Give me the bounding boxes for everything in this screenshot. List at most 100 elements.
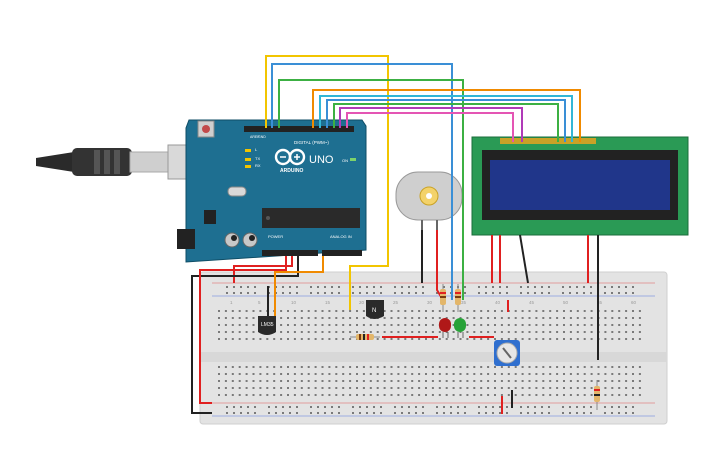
breadboard-hole[interactable] — [349, 338, 352, 340]
breadboard-hole[interactable] — [535, 394, 538, 396]
breadboard-hole[interactable] — [431, 380, 434, 382]
breadboard-hole[interactable] — [321, 387, 324, 389]
breadboard-hole[interactable] — [293, 331, 296, 333]
breadboard-hole[interactable] — [300, 380, 303, 382]
breadboard-hole[interactable] — [280, 338, 283, 340]
breadboard-hole[interactable] — [280, 310, 283, 312]
breadboard-hole[interactable] — [300, 317, 303, 319]
breadboard-hole[interactable] — [245, 310, 248, 312]
breadboard-hole[interactable] — [338, 292, 340, 294]
breadboard-hole[interactable] — [534, 292, 536, 294]
breadboard-hole[interactable] — [404, 324, 407, 326]
breadboard-hole[interactable] — [273, 394, 276, 396]
breadboard-hole[interactable] — [549, 324, 552, 326]
breadboard-hole[interactable] — [542, 331, 545, 333]
breadboard-hole[interactable] — [500, 380, 503, 382]
breadboard-hole[interactable] — [535, 373, 538, 375]
breadboard-hole[interactable] — [542, 310, 545, 312]
breadboard-hole[interactable] — [445, 338, 448, 340]
breadboard-hole[interactable] — [583, 387, 586, 389]
breadboard-hole[interactable] — [352, 412, 354, 414]
breadboard-hole[interactable] — [583, 338, 586, 340]
breadboard-hole[interactable] — [245, 324, 248, 326]
breadboard-hole[interactable] — [494, 394, 496, 396]
breadboard-hole[interactable] — [273, 338, 276, 340]
breadboard-hole[interactable] — [473, 366, 476, 368]
breadboard-hole[interactable] — [514, 338, 517, 340]
breadboard-hole[interactable] — [401, 412, 403, 414]
breadboard-hole[interactable] — [443, 286, 445, 288]
breadboard-hole[interactable] — [563, 380, 565, 382]
breadboard-hole[interactable] — [445, 373, 448, 375]
breadboard-hole[interactable] — [369, 331, 372, 333]
breadboard-hole[interactable] — [438, 380, 441, 382]
breadboard-hole[interactable] — [307, 324, 310, 326]
usb-cable[interactable] — [36, 144, 199, 180]
breadboard-hole[interactable] — [376, 324, 379, 326]
breadboard-hole[interactable] — [328, 331, 331, 333]
breadboard-hole[interactable] — [521, 331, 524, 333]
breadboard-hole[interactable] — [259, 394, 262, 396]
breadboard-hole[interactable] — [275, 412, 277, 414]
breadboard-hole[interactable] — [576, 286, 578, 288]
breadboard-hole[interactable] — [625, 324, 628, 326]
breadboard-hole[interactable] — [342, 317, 345, 319]
breadboard-hole[interactable] — [259, 387, 262, 389]
breadboard-hole[interactable] — [335, 324, 338, 326]
breadboard-hole[interactable] — [473, 380, 476, 382]
breadboard-hole[interactable] — [528, 366, 531, 368]
breadboard-hole[interactable] — [233, 292, 235, 294]
breadboard-hole[interactable] — [466, 366, 469, 368]
breadboard-hole[interactable] — [611, 292, 613, 294]
breadboard-hole[interactable] — [259, 310, 262, 312]
breadboard-hole[interactable] — [233, 286, 235, 288]
arduino-uno-board[interactable]: AREF GND DIGITAL (PWM~) ARDUINO UNO L TX… — [177, 119, 367, 263]
breadboard-hole[interactable] — [632, 394, 634, 396]
breadboard-hole[interactable] — [494, 380, 496, 382]
breadboard-hole[interactable] — [390, 387, 393, 389]
breadboard-hole[interactable] — [324, 292, 326, 294]
breadboard-hole[interactable] — [268, 406, 270, 408]
breadboard-hole[interactable] — [542, 380, 545, 382]
breadboard-hole[interactable] — [507, 331, 510, 333]
breadboard-hole[interactable] — [527, 406, 529, 408]
breadboard-hole[interactable] — [247, 406, 249, 408]
breadboard-hole[interactable] — [632, 406, 634, 408]
breadboard-hole[interactable] — [542, 387, 545, 389]
breadboard-hole[interactable] — [487, 380, 490, 382]
breadboard-hole[interactable] — [224, 380, 227, 382]
breadboard-hole[interactable] — [331, 412, 333, 414]
breadboard-hole[interactable] — [307, 317, 310, 319]
breadboard-hole[interactable] — [418, 338, 421, 340]
breadboard-hole[interactable] — [245, 338, 248, 340]
breadboard-hole[interactable] — [556, 338, 559, 340]
breadboard-hole[interactable] — [380, 286, 382, 288]
breadboard-hole[interactable] — [590, 412, 592, 414]
breadboard-hole[interactable] — [245, 331, 248, 333]
breadboard-hole[interactable] — [349, 373, 352, 375]
breadboard-hole[interactable] — [335, 373, 338, 375]
breadboard-hole[interactable] — [473, 331, 476, 333]
breadboard-hole[interactable] — [562, 412, 564, 414]
breadboard-hole[interactable] — [528, 380, 531, 382]
breadboard-hole[interactable] — [534, 412, 536, 414]
breadboard-hole[interactable] — [535, 366, 538, 368]
breadboard-hole[interactable] — [397, 338, 400, 340]
breadboard-hole[interactable] — [485, 292, 487, 294]
breadboard-hole[interactable] — [369, 324, 372, 326]
breadboard-hole[interactable] — [411, 338, 414, 340]
breadboard-hole[interactable] — [492, 412, 494, 414]
breadboard-hole[interactable] — [500, 317, 503, 319]
potentiometer[interactable] — [494, 340, 520, 366]
breadboard-hole[interactable] — [494, 338, 496, 340]
breadboard-hole[interactable] — [569, 394, 572, 396]
breadboard-hole[interactable] — [534, 406, 536, 408]
breadboard-hole[interactable] — [438, 394, 441, 396]
breadboard-hole[interactable] — [293, 387, 296, 389]
breadboard-hole[interactable] — [569, 331, 572, 333]
breadboard-hole[interactable] — [224, 387, 227, 389]
breadboard-hole[interactable] — [404, 387, 407, 389]
breadboard-hole[interactable] — [431, 394, 434, 396]
breadboard-hole[interactable] — [231, 338, 234, 340]
breadboard-hole[interactable] — [369, 366, 372, 368]
